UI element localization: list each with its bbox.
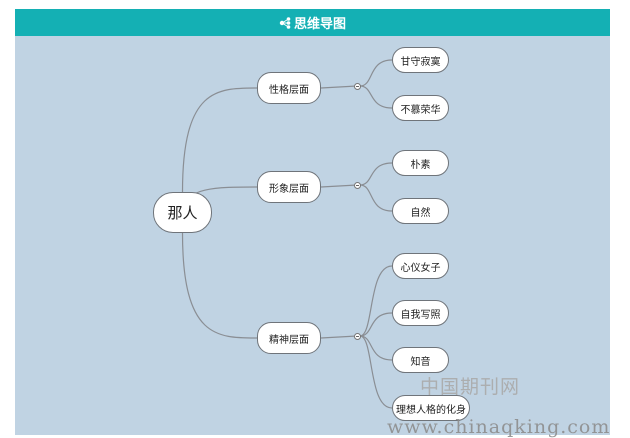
dot-leaf-line (359, 265, 393, 337)
connector-lines (181, 59, 393, 409)
leaf-node[interactable]: 朴素 (392, 150, 449, 176)
dot-leaf-line (359, 184, 393, 212)
dot-leaf-line (359, 312, 393, 337)
leaf-node[interactable]: 知音 (392, 347, 449, 373)
dot-leaf-line (359, 85, 393, 109)
dot-leaf-line (359, 59, 393, 87)
collapse-toggle-icon[interactable] (354, 333, 361, 340)
app-title: 思维导图 (293, 17, 346, 32)
watermark-text: 中国期刊网 (420, 376, 521, 398)
leaf-node[interactable]: 心仪女子 (392, 253, 449, 279)
leaf-node[interactable]: 甘守寂寞 (392, 47, 449, 73)
branch-node[interactable]: 形象层面 (257, 171, 321, 203)
leaf-node[interactable]: 自然 (392, 198, 449, 224)
mindmap-icon (279, 16, 291, 29)
branch-node[interactable]: 精神层面 (257, 322, 321, 354)
collapse-toggle-icon[interactable] (354, 182, 361, 189)
collapse-toggle-icon[interactable] (354, 83, 361, 90)
dot-leaf-line (359, 335, 393, 409)
dot-leaf-line (359, 162, 393, 186)
branch-dot-line (320, 85, 358, 89)
leaf-node[interactable]: 不慕荣华 (392, 95, 449, 121)
root-branch-line (181, 87, 258, 193)
watermark-url: www.chinaqking.com (387, 416, 611, 438)
branch-node[interactable]: 性格层面 (257, 72, 321, 104)
mindmap-canvas: 思维导图 那人 性格层面 甘守寂寞不慕荣华形象层面 朴素自然精神层面 心仪女子自我写照知… (15, 9, 610, 435)
leaf-node[interactable]: 理想人格的化身 (392, 395, 470, 421)
leaf-node[interactable]: 自我写照 (392, 300, 449, 326)
root-branch-line (181, 232, 258, 339)
app-header: 思维导图 (15, 9, 610, 36)
branch-dot-line (320, 335, 358, 339)
root-node[interactable]: 那人 (153, 192, 212, 233)
branch-dot-line (320, 184, 358, 188)
